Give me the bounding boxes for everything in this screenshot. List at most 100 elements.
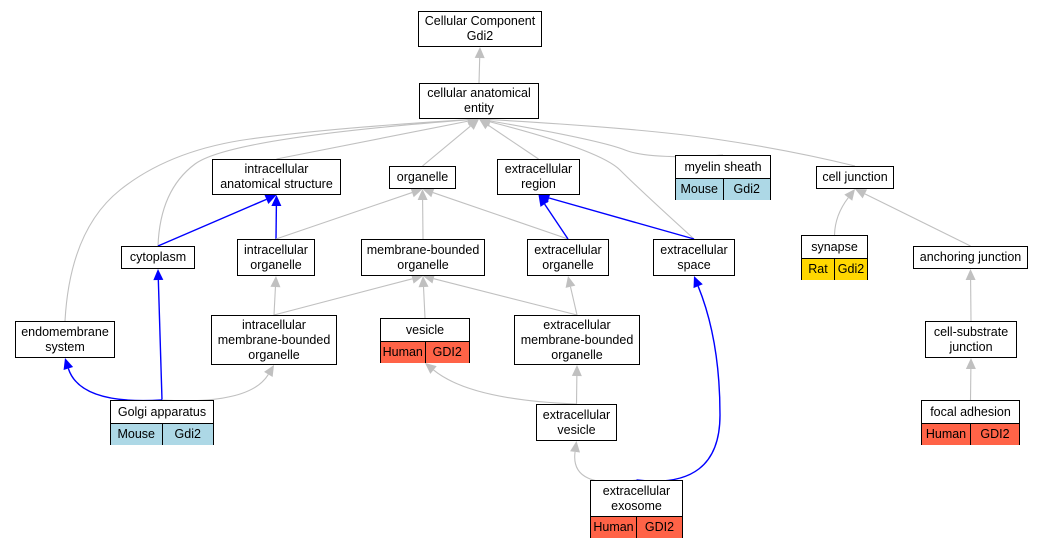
edge-eo-to-exr — [544, 203, 569, 240]
node-extracellular-vesicle[interactable]: extracellular vesicle — [536, 404, 617, 441]
node-intracellular-anatomical-structure[interactable]: intracellular anatomical structure — [212, 159, 341, 195]
arrowhead-icon — [844, 189, 855, 201]
edge-syn-to-cj — [833, 197, 849, 236]
node-label: intracellular membrane-bounded organelle — [217, 317, 331, 362]
arrowhead-icon — [425, 363, 437, 374]
edge-eo-to-org — [432, 192, 569, 240]
species-tag: Mouse — [676, 179, 723, 200]
arrowhead-icon — [411, 273, 423, 284]
edge-mye-to-cae — [489, 120, 724, 158]
species-tags: Rat Gdi2 — [802, 258, 867, 280]
node-label: endomembrane system — [21, 324, 109, 354]
edge-cyt-to-cae — [157, 119, 469, 247]
edge-ev-to-ves — [433, 369, 577, 405]
gene-tag: GDI2 — [970, 424, 1019, 445]
arrowhead-icon — [474, 47, 485, 59]
arrowhead-icon — [538, 193, 551, 203]
gene-tag: Gdi2 — [161, 424, 213, 445]
node-cytoplasm[interactable]: cytoplasm — [121, 246, 195, 269]
arrowhead-icon — [153, 269, 164, 281]
edge-exr-to-cae — [487, 124, 539, 160]
edge-cae-to-root — [478, 57, 481, 84]
node-label: extracellular space — [660, 242, 728, 272]
arrowhead-icon — [270, 276, 281, 288]
node-focal-adhesion[interactable]: focal adhesion Human GDI2 — [921, 400, 1020, 445]
node-anchoring-junction[interactable]: anchoring junction — [913, 246, 1028, 269]
arrowhead-icon — [571, 365, 582, 377]
species-tag: Human — [591, 517, 636, 538]
edge-org-to-cae — [422, 125, 471, 167]
edge-cj-to-cae — [489, 119, 856, 167]
edge-imbo-to-mbo — [273, 278, 413, 316]
node-cellular-component[interactable]: Cellular Component Gdi2 — [418, 11, 542, 47]
node-label: synapse — [811, 239, 858, 254]
node-label: cellular anatomical entity — [427, 86, 531, 115]
species-tags: Human GDI2 — [591, 516, 682, 538]
node-label: extracellular organelle — [534, 242, 602, 272]
node-label: extracellular vesicle — [542, 407, 611, 437]
gene-tag: GDI2 — [424, 342, 469, 363]
arrowhead-icon — [410, 187, 423, 198]
node-organelle[interactable]: organelle — [389, 166, 456, 189]
edge-exo-to-ev — [574, 451, 637, 483]
arrowhead-icon — [417, 189, 428, 201]
arrowhead-icon — [423, 273, 435, 284]
edge-ga-to-cyt — [157, 279, 163, 401]
node-intracellular-membrane-bounded-organelle[interactable]: intracellular membrane-bounded organelle — [211, 315, 337, 365]
node-cell-junction[interactable]: cell junction — [816, 166, 894, 189]
node-label: extracellular region — [504, 162, 573, 191]
species-tags: Human GDI2 — [922, 423, 1019, 445]
node-label: intracellular anatomical structure — [220, 162, 333, 191]
node-cell-substrate-junction[interactable]: cell-substrate junction — [925, 321, 1017, 358]
node-label: anchoring junction — [919, 250, 1022, 264]
node-label: intracellular organelle — [244, 242, 308, 272]
edge-aj-to-cj — [864, 193, 971, 247]
edge-io-to-org — [275, 192, 413, 240]
node-extracellular-space[interactable]: extracellular space — [653, 239, 735, 276]
node-golgi-apparatus[interactable]: Golgi apparatus Mouse Gdi2 — [110, 400, 214, 445]
species-tags: Mouse Gdi2 — [676, 178, 770, 200]
edge-ems-to-cae — [64, 119, 469, 322]
arrowhead-icon — [965, 269, 976, 281]
node-label: membrane-bounded organelle — [366, 242, 480, 272]
edge-ias-to-cae — [276, 120, 469, 160]
arrowhead-icon — [63, 358, 74, 370]
node-label: vesicle — [405, 322, 445, 337]
node-extracellular-membrane-bounded-organelle[interactable]: extracellular membrane-bounded organelle — [514, 315, 640, 365]
node-membrane-bounded-organelle[interactable]: membrane-bounded organelle — [361, 239, 485, 276]
species-tag: Rat — [802, 259, 834, 280]
node-label: organelle — [396, 170, 449, 184]
species-tags: Mouse Gdi2 — [111, 423, 213, 445]
arrowhead-icon — [855, 189, 868, 199]
node-vesicle[interactable]: vesicle Human GDI2 — [380, 318, 470, 363]
node-label: myelin sheath — [684, 159, 762, 174]
node-cellular-anatomical-entity[interactable]: cellular anatomical entity — [419, 83, 539, 119]
edge-ga-to-ems — [67, 368, 163, 402]
node-intracellular-organelle[interactable]: intracellular organelle — [237, 239, 315, 276]
species-tags: Human GDI2 — [381, 341, 469, 363]
edge-es-to-exr — [548, 197, 695, 240]
edge-exo-to-es — [636, 285, 721, 482]
node-extracellular-region[interactable]: extracellular region — [497, 159, 580, 195]
node-extracellular-exosome[interactable]: extracellular exosome Human GDI2 — [590, 480, 683, 538]
node-label: cytoplasm — [129, 250, 187, 264]
arrowhead-icon — [570, 441, 581, 453]
edge-es-to-cae — [489, 121, 695, 240]
edge-ves-to-mbo — [422, 286, 426, 319]
node-label: extracellular exosome — [602, 483, 671, 513]
node-label: cell junction — [822, 170, 888, 184]
arrowhead-icon — [565, 276, 576, 288]
edge-embo-to-mbo — [433, 278, 578, 316]
node-extracellular-organelle[interactable]: extracellular organelle — [527, 239, 609, 276]
arrowhead-icon — [264, 194, 277, 204]
arrowhead-icon — [693, 276, 703, 289]
node-synapse[interactable]: synapse Rat Gdi2 — [801, 235, 868, 280]
node-myelin-sheath[interactable]: myelin sheath Mouse Gdi2 — [675, 155, 771, 200]
arrowhead-icon — [965, 358, 976, 370]
node-label: focal adhesion — [930, 404, 1011, 419]
gene-tag: Gdi2 — [722, 179, 770, 200]
arrowhead-icon — [418, 276, 429, 288]
node-endomembrane-system[interactable]: endomembrane system — [15, 321, 115, 358]
gene-tag: Gdi2 — [834, 259, 867, 280]
species-tag: Human — [922, 424, 970, 445]
